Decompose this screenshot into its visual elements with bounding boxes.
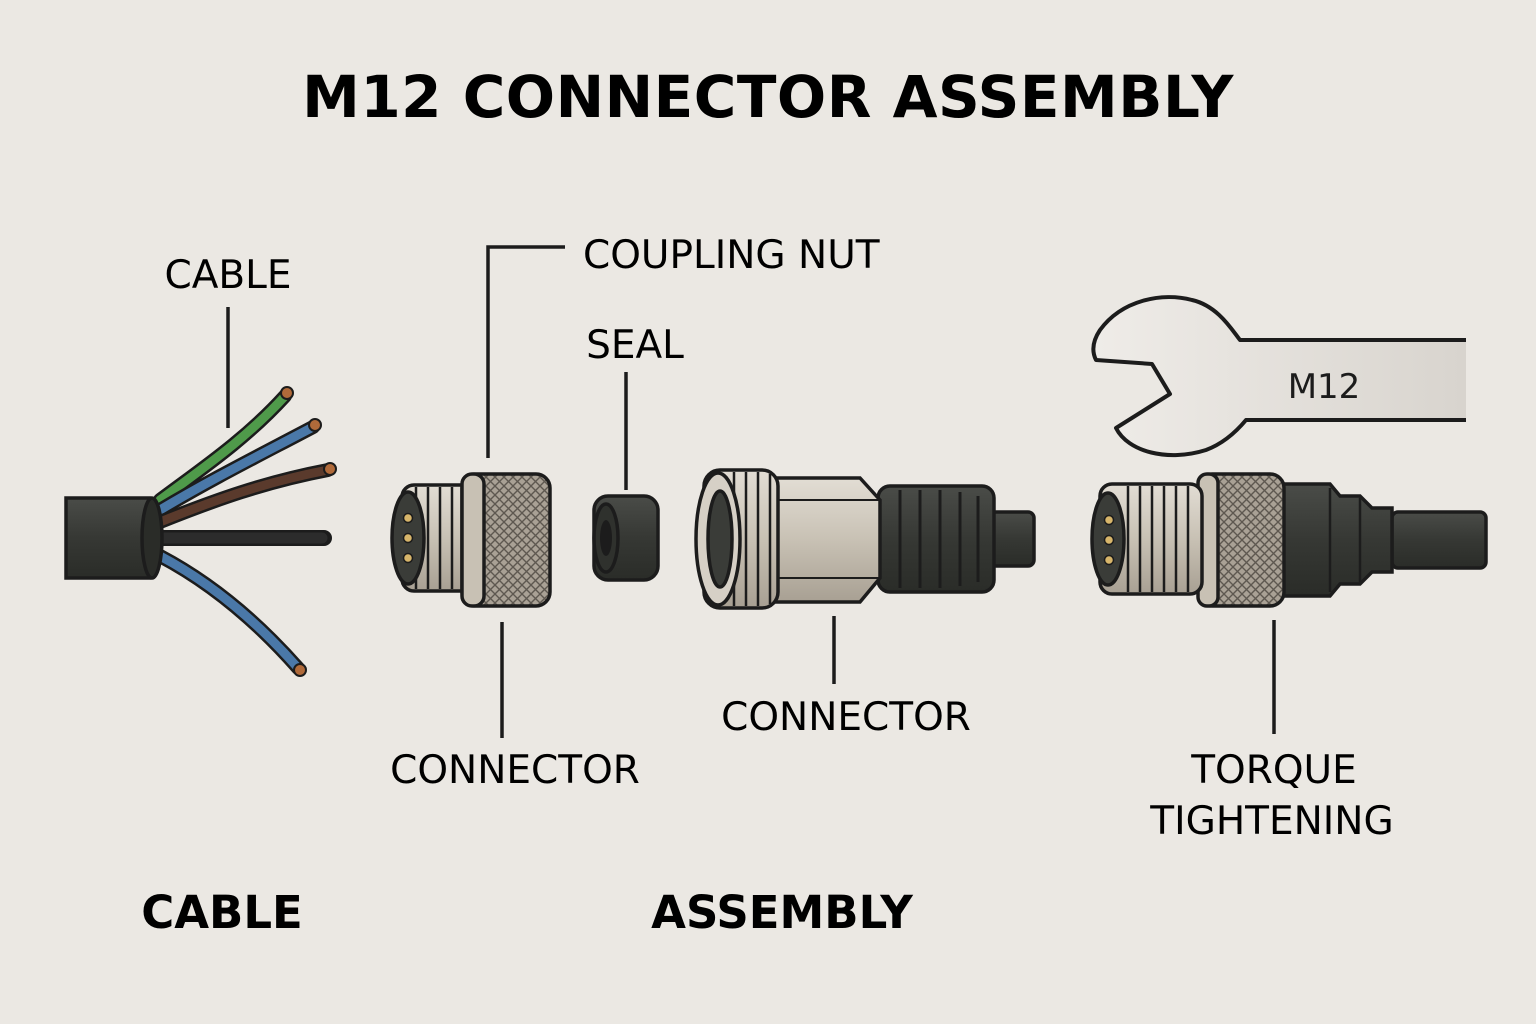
wrench-icon: M12 [1091,295,1466,458]
diagram-title: M12 CONNECTOR ASSEMBLY [302,63,1234,131]
seal-illustration [592,494,660,582]
section-cable: CABLE [141,886,303,939]
connector-left-label: CONNECTOR [390,748,640,793]
seal-label: SEAL [586,323,684,368]
cable-label: CABLE [164,253,291,298]
pin [402,532,414,544]
section-assembly: ASSEMBLY [651,886,914,939]
pin [402,552,414,564]
cable-illustration [64,386,337,677]
connector-housing-illustration [694,468,1036,610]
torque-label-line2: TIGHTENING [1149,799,1393,844]
connector-illustration [390,472,552,608]
connector-middle-label: CONNECTOR [721,695,971,740]
torque-label-line1: TORQUE [1190,748,1357,793]
wrench-size-label: M12 [1288,367,1361,407]
assembled-connector-illustration [1090,472,1488,608]
coupling-nut-label: COUPLING NUT [583,233,880,278]
pin [402,512,414,524]
